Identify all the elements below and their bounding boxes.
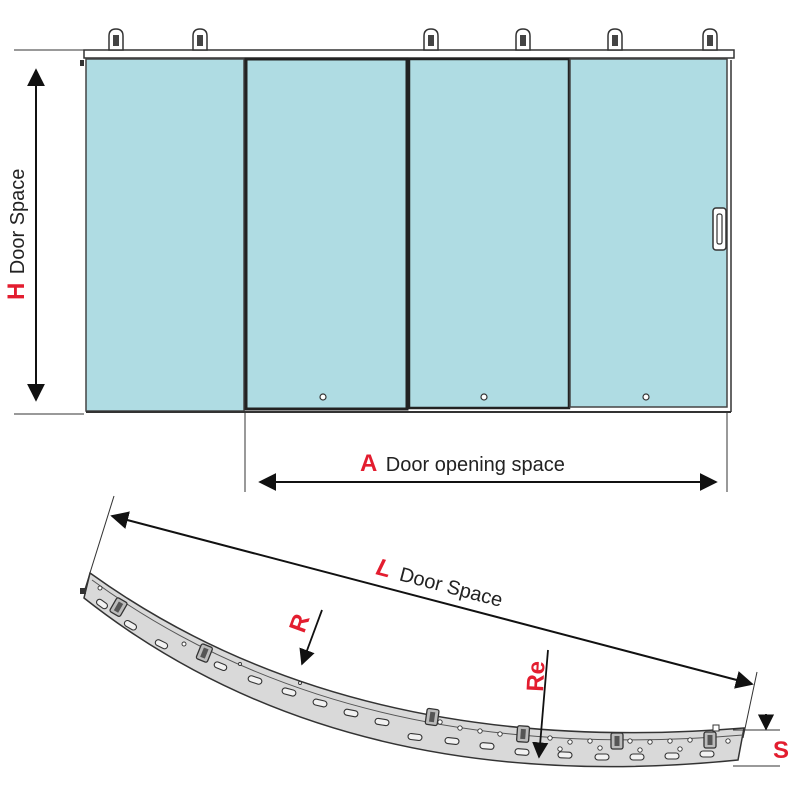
length-letter: L [373, 554, 394, 584]
opening-letter: A [360, 450, 377, 477]
outer-radius-arrow [532, 649, 549, 759]
radius-arrow [299, 609, 323, 666]
rail-inner-edge [91, 579, 744, 741]
top-door-elevation: H Door Space A Door opening space [3, 28, 735, 492]
length-label: L Door Space [373, 554, 505, 613]
radius-label: R [284, 611, 315, 637]
curved-track-plan: L Door Space [80, 495, 789, 768]
rail-end-screw [712, 724, 720, 732]
rail-end-stop [80, 60, 84, 66]
outer-radius-label: Re [522, 660, 551, 692]
thickness-label: S [773, 737, 789, 764]
height-text: Door Space [7, 169, 29, 275]
guide-hole [642, 393, 650, 401]
opening-label: A Door opening space [360, 450, 565, 477]
door-handle-icon [712, 207, 727, 251]
height-label: H Door Space [3, 169, 30, 300]
guide-hole [480, 393, 488, 401]
height-letter: H [3, 283, 30, 300]
length-extension-right [742, 671, 758, 739]
rail-holes [97, 585, 731, 753]
opening-text: Door opening space [386, 454, 565, 476]
glass-panel-2 [244, 57, 409, 411]
roller-hanger-icon [108, 28, 718, 51]
rail-slots [95, 598, 715, 761]
curved-rail-body [83, 571, 745, 768]
rail-end-cap [80, 588, 86, 594]
top-rail [83, 49, 735, 59]
guide-hole [319, 393, 327, 401]
glass-panel-3 [407, 57, 571, 410]
glass-panel-1 [85, 58, 245, 412]
glass-panel-4 [569, 58, 728, 408]
length-dimension-arrow [110, 511, 754, 689]
